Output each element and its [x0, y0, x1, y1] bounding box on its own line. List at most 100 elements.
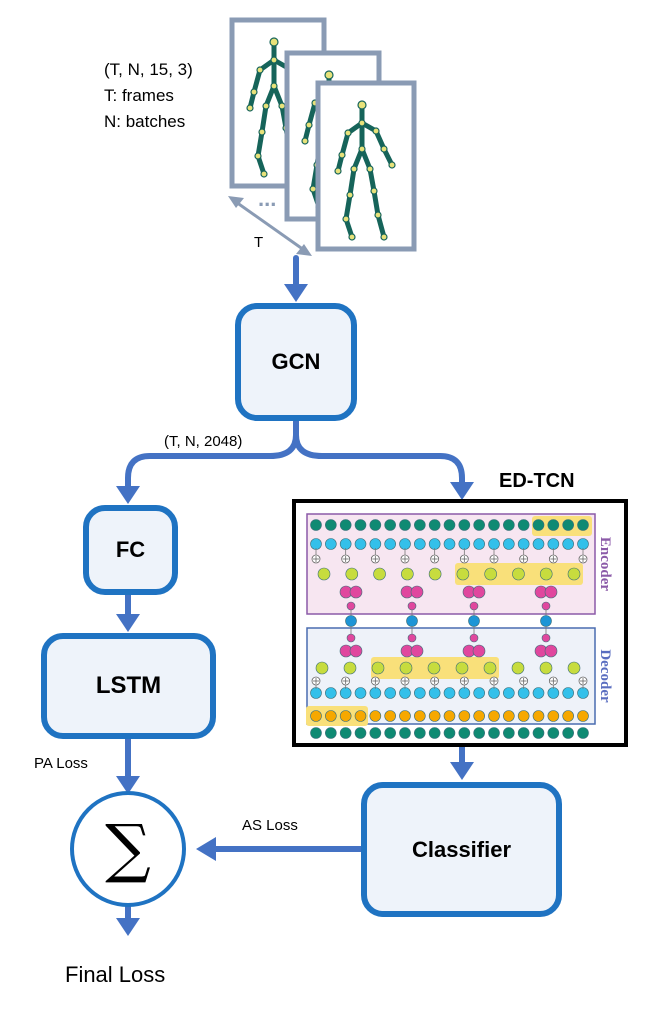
skeleton-joint [380, 145, 388, 153]
output-node [503, 727, 515, 739]
decoder-pink-node [349, 644, 363, 658]
output-node [399, 727, 411, 739]
skeleton-joint [270, 82, 278, 90]
encoder-pool-node [401, 567, 414, 581]
encoder-input-node [532, 519, 545, 531]
encoder-conv-node [547, 538, 560, 550]
skeleton-bone [375, 212, 387, 240]
decoder-upsample-node [427, 661, 441, 675]
decoder-output-node [562, 710, 574, 722]
skeleton-bone [343, 192, 353, 222]
output-node [443, 727, 456, 739]
gcn-output-shape: (T, N, 2048) [164, 433, 243, 450]
input-frames-label: T: frames [104, 86, 174, 105]
encoder-pool-node [456, 567, 470, 581]
encoder-input-node [414, 519, 426, 531]
encoder-input-node [428, 519, 441, 531]
decoder-conv-node [562, 687, 574, 699]
skeleton-bone [371, 188, 381, 218]
skeleton-joint [388, 161, 396, 169]
encoder-pink-node [410, 585, 424, 599]
decoder-output-node [488, 710, 500, 722]
skeleton-joint [372, 127, 380, 135]
decoder-output-node [428, 710, 441, 722]
skeleton-joint [260, 170, 268, 178]
decoder-conv-node [532, 687, 545, 699]
skeleton-joint [334, 167, 342, 175]
output-node [310, 727, 322, 739]
encoder-pink-small [346, 601, 356, 611]
output-node [532, 727, 545, 739]
decoder-label: Decoder [597, 649, 613, 703]
skeleton-bone [367, 166, 377, 194]
edtcn-network [310, 519, 589, 739]
encoder-input-node [310, 519, 322, 531]
output-node [562, 727, 574, 739]
input-shape-label: (T, N, 15, 3) [104, 60, 193, 79]
encoder-conv-node [414, 538, 426, 550]
decoder-pink-node [472, 644, 486, 658]
encoder-pool-node [317, 567, 331, 581]
decoder-upsample-node [371, 661, 385, 675]
encoder-pink-node [349, 585, 363, 599]
decoder-output-node [577, 710, 589, 722]
decoder-conv-node [547, 687, 560, 699]
time-axis-arrow [228, 196, 312, 256]
encoder-input-node [488, 519, 500, 531]
input-batches-label: N: batches [104, 112, 186, 131]
encoder-conv-node [532, 538, 545, 550]
encoder-pool-node [567, 567, 581, 581]
fc-block: FC [83, 505, 178, 595]
output-node [428, 727, 441, 739]
decoder-conv-node [473, 687, 485, 699]
skeleton-joint [370, 187, 378, 195]
decoder-conv-node [369, 687, 382, 699]
skeleton-joint [344, 129, 352, 137]
output-node [458, 727, 471, 739]
decoder-conv-node [325, 687, 337, 699]
decoder-conv-node [443, 687, 456, 699]
encoder-conv-node [443, 538, 456, 550]
gcn-block: GCN [235, 303, 357, 421]
encoder-pink-node [544, 585, 558, 599]
skeleton-bone [255, 129, 265, 159]
decoder-upsample-node [483, 661, 497, 675]
decoder-pink-small [469, 633, 479, 643]
decoder-output-node [369, 710, 382, 722]
skeleton-joint [250, 88, 258, 96]
encoder-pink-node [472, 585, 486, 599]
decoder-conv-node [310, 687, 322, 699]
output-node [414, 727, 426, 739]
time-axis-label: T [254, 234, 264, 251]
highlight-enc-top [532, 516, 592, 536]
decoder-upsample-node [455, 661, 469, 675]
decoder-output-node [517, 710, 530, 722]
encoder-input-node [399, 519, 411, 531]
skeleton-joint [357, 100, 367, 110]
output-node [354, 727, 367, 739]
classifier-label: Classifier [411, 836, 512, 862]
encoder-conv-node [577, 538, 589, 550]
decoder-pink-node [544, 644, 558, 658]
decoder-output-node [458, 710, 471, 722]
output-node [517, 727, 530, 739]
output-node [547, 727, 560, 739]
encoder-input-node [384, 519, 396, 531]
skeleton-joint [346, 191, 354, 199]
encoder-pink-small [407, 601, 417, 611]
encoder-input-node [354, 519, 367, 531]
pa-loss-label: PA Loss [34, 755, 88, 772]
arrow-gcn-to-fc [125, 417, 299, 493]
encoder-input-node [443, 519, 456, 531]
encoder-pool-node [428, 567, 442, 581]
encoder-pool-node [484, 567, 497, 581]
skeleton-joint [309, 185, 317, 193]
decoder-conv-node [384, 687, 396, 699]
decoder-conv-node [354, 687, 367, 699]
encoder-conv-node [517, 538, 530, 550]
skeleton-joint [350, 165, 358, 173]
final-loss-label: Final Loss [65, 962, 166, 987]
decoder-pink-node [410, 644, 424, 658]
skeleton-joint [366, 165, 374, 173]
encoder-conv-node [562, 538, 574, 550]
